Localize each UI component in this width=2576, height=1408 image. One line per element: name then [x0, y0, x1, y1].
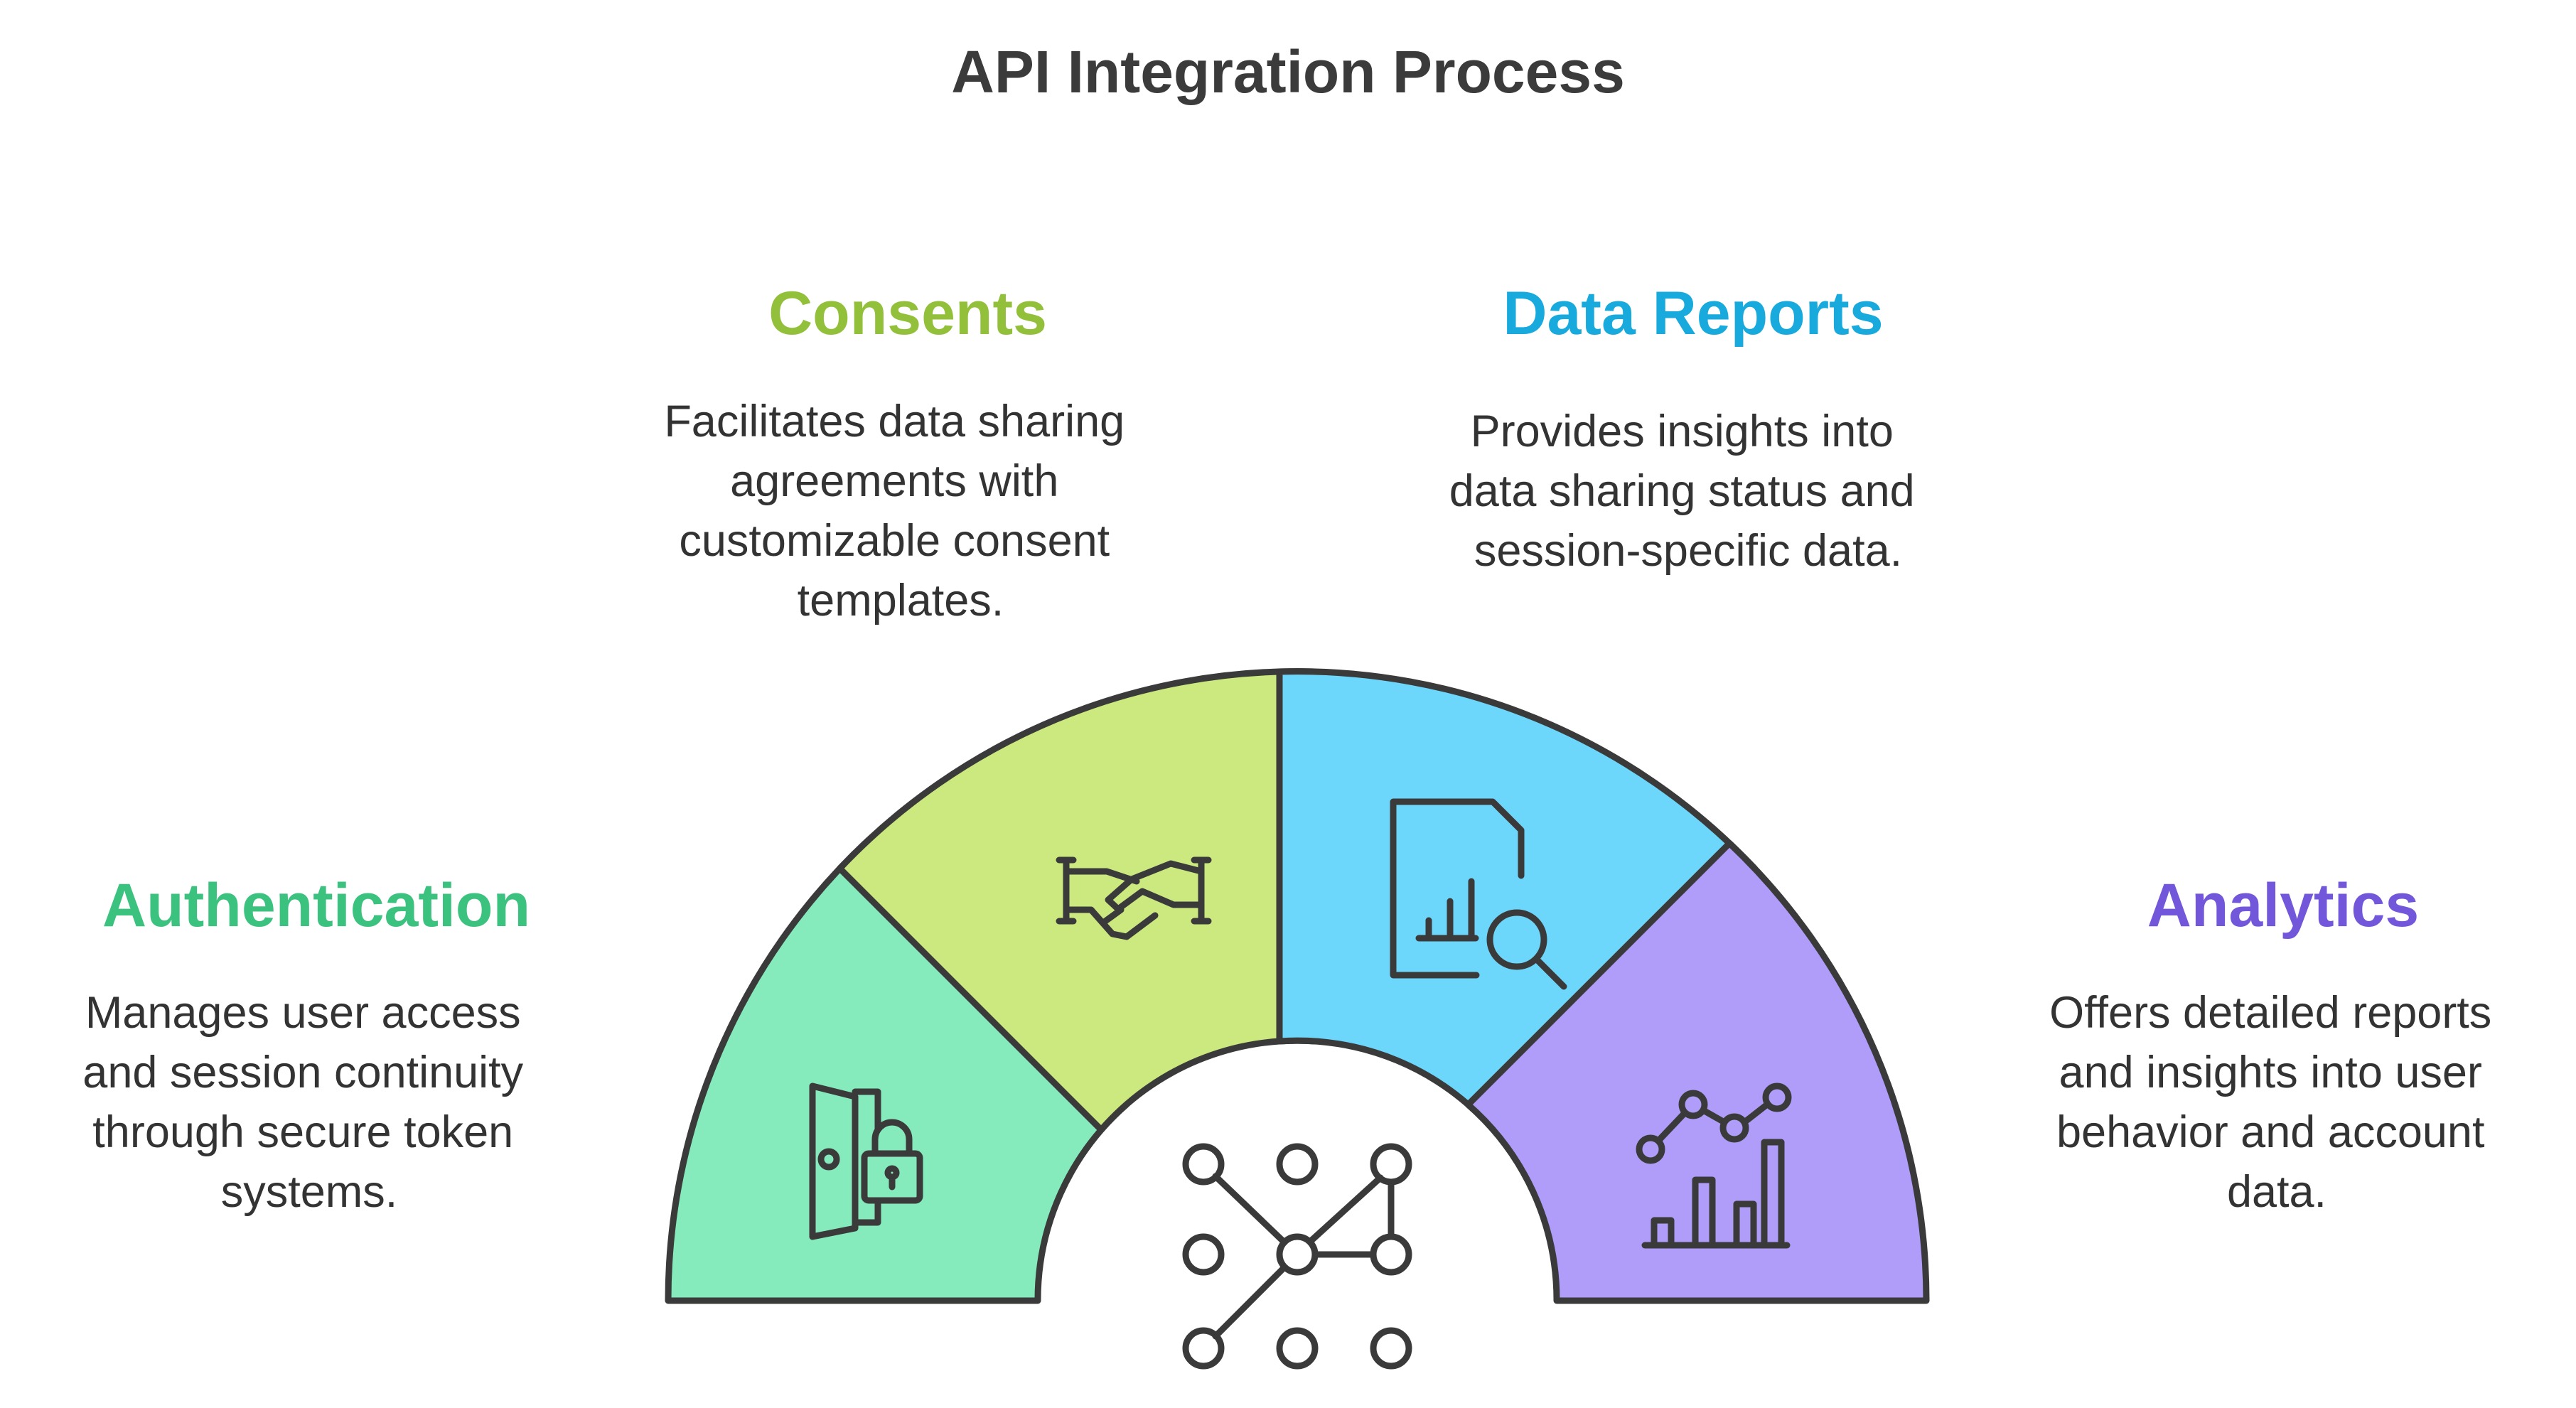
authentication-description: Manages user access and session continui… — [82, 988, 535, 1217]
network-nodes-icon — [1182, 1143, 1412, 1370]
heading-data-reports: Data Reports — [1503, 279, 1883, 348]
segment-authentication — [665, 840, 1130, 1304]
heading-consents: Consents — [768, 279, 1047, 348]
segment-data-reports — [1276, 668, 1758, 1134]
heading-authentication: Authentication — [102, 871, 530, 940]
segment-consents — [837, 668, 1319, 1134]
report-search-icon — [1390, 798, 1567, 990]
data-reports-description: Provides insights into data sharing stat… — [1449, 407, 1927, 576]
door-lock-icon — [809, 1082, 923, 1240]
consents-description: Facilitates data sharing agreements with… — [664, 397, 1137, 625]
heading-analytics: Analytics — [2147, 871, 2419, 940]
analytics-chart-icon — [1636, 1082, 1792, 1249]
handshake-icon — [1056, 856, 1212, 940]
page-title: API Integration Process — [951, 38, 1625, 105]
segment-analytics — [1464, 840, 1930, 1304]
analytics-description: Offers detailed reports and insights int… — [2049, 988, 2504, 1217]
